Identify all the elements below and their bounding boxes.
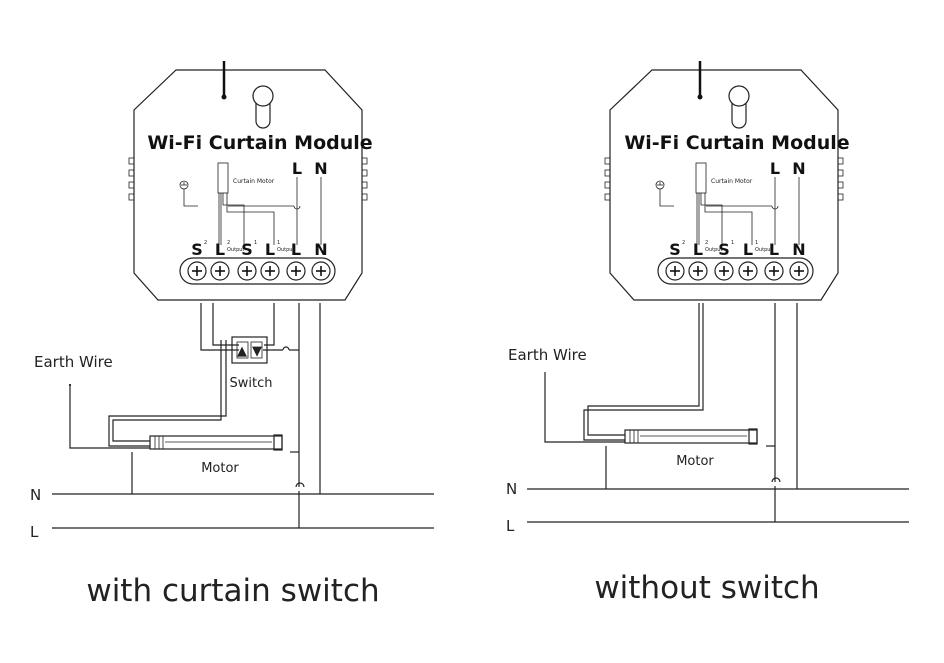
terminal-s2-label: S xyxy=(191,240,203,259)
terminal-l1-sub: Output xyxy=(755,247,772,253)
ground-icon xyxy=(655,180,674,207)
terminal-l2-sub: Output xyxy=(227,247,244,253)
switch-label: Switch xyxy=(230,376,273,391)
motor xyxy=(624,428,758,445)
terminal-block xyxy=(657,257,814,285)
terminal-n-label: N xyxy=(792,240,805,259)
motor-label: Motor xyxy=(676,454,714,469)
module-title: Wi-Fi Curtain Module xyxy=(624,132,849,154)
line-l-label: L xyxy=(506,517,515,535)
terminal-s1-label: S xyxy=(241,240,253,259)
panel-without-switch: Wi-Fi Curtain Module L N Curtain Motor S xyxy=(506,61,909,606)
terminal-s1-sup: 1 xyxy=(254,240,257,246)
line-l-label: L xyxy=(30,523,39,541)
terminal-l2-label: L xyxy=(693,240,703,259)
module-title: Wi-Fi Curtain Module xyxy=(147,132,372,154)
terminal-l2-sup: 2 xyxy=(227,240,230,246)
motor-label: Motor xyxy=(201,461,239,476)
line-n-label: N xyxy=(30,486,41,504)
earth-wire-label: Earth Wire xyxy=(34,353,113,371)
terminal-labels: S 2 L 2 Output S 1 L 1 Output L N xyxy=(669,240,805,259)
caption-with-switch: with curtain switch xyxy=(86,573,379,609)
terminal-l1-sub: Output xyxy=(277,247,294,253)
motor xyxy=(149,434,283,451)
terminal-l-label: L xyxy=(291,240,301,259)
terminal-l1-sup: 1 xyxy=(277,240,280,246)
mounting-hole xyxy=(252,85,274,129)
module-top-l-label: L xyxy=(292,159,302,178)
terminal-n-label: N xyxy=(314,240,327,259)
external-wiring xyxy=(527,303,909,523)
module-top-l-label: L xyxy=(770,159,780,178)
curtain-motor-label: Curtain Motor xyxy=(233,178,275,185)
terminal-block xyxy=(179,257,336,285)
module-body xyxy=(128,69,368,301)
internal-circuit xyxy=(179,162,322,245)
terminal-s2-sup: 2 xyxy=(204,240,207,246)
terminal-s2-sup: 2 xyxy=(682,240,685,246)
antenna xyxy=(697,61,703,100)
curtain-motor-label: Curtain Motor xyxy=(711,178,753,185)
terminal-l1-label: L xyxy=(265,240,275,259)
line-n-label: N xyxy=(506,480,517,498)
antenna xyxy=(221,61,227,100)
terminal-s2-label: S xyxy=(669,240,681,259)
ground-icon xyxy=(179,180,198,207)
module-top-n-label: N xyxy=(314,159,327,178)
internal-circuit xyxy=(655,162,800,245)
earth-wire-label: Earth Wire xyxy=(508,346,587,364)
switch-up-icon: ▲ xyxy=(237,344,247,359)
terminal-l2-sub: Output xyxy=(705,247,722,253)
switch-down-icon: ▼ xyxy=(252,344,262,359)
external-wiring xyxy=(52,303,434,529)
terminal-l1-sup: 1 xyxy=(755,240,758,246)
terminal-s1-sup: 1 xyxy=(731,240,734,246)
terminal-labels: S 2 L 2 Output S 1 L 1 Output L N xyxy=(191,240,327,259)
panel-with-switch: Wi-Fi Curtain Module L N Curtain Motor xyxy=(30,61,434,609)
terminal-l2-sup: 2 xyxy=(705,240,708,246)
mounting-hole xyxy=(728,85,750,129)
terminal-l2-label: L xyxy=(215,240,225,259)
terminal-l1-label: L xyxy=(743,240,753,259)
curtain-switch: ▲ ▼ xyxy=(231,336,268,364)
module-top-n-label: N xyxy=(792,159,805,178)
module-body xyxy=(604,69,844,301)
terminal-s1-label: S xyxy=(718,240,730,259)
terminal-l-label: L xyxy=(769,240,779,259)
caption-without-switch: without switch xyxy=(594,570,819,606)
